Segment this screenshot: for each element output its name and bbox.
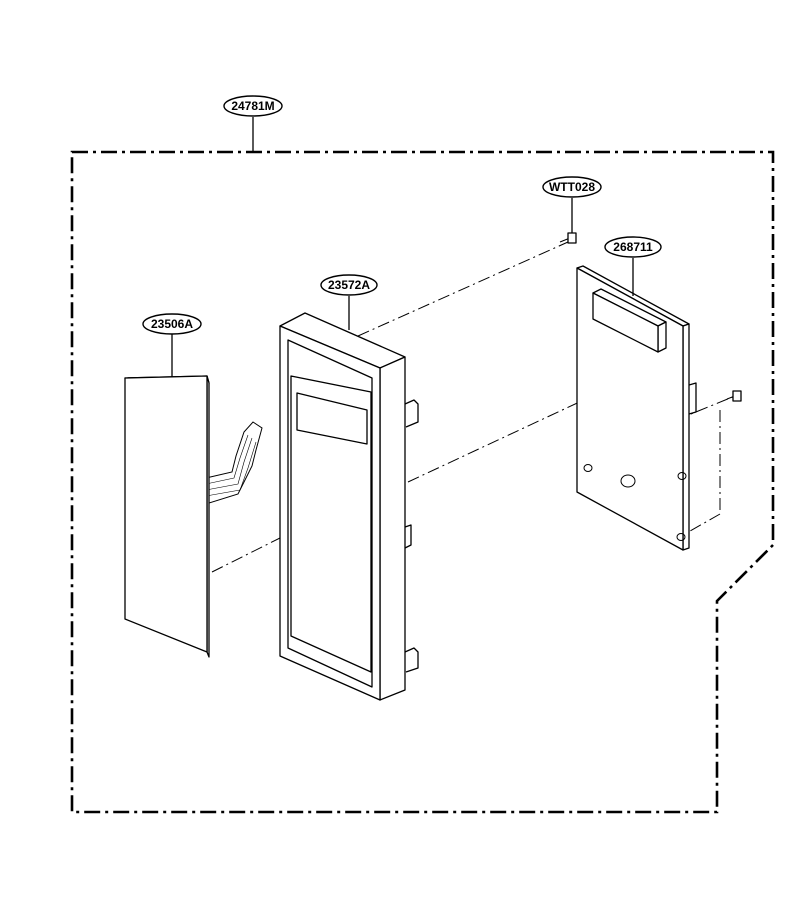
callout-frame-text: 23572A [328,278,370,292]
callout-membrane-text: 23506A [151,317,193,331]
callout-frame: 23572A [320,274,378,296]
membrane-sheet [124,375,263,658]
pcb-board [576,265,697,551]
control-panel-frame [279,312,419,701]
callout-assembly-text: 24781M [231,99,274,113]
screw-side [726,390,742,402]
callout-screw: WTT028 [542,176,602,198]
screw-top [559,232,577,244]
assembly-axis-lines [211,241,736,573]
callout-membrane: 23506A [142,313,202,335]
callout-pcb-text: 268711 [613,240,653,254]
callout-pcb: 268711 [604,236,662,258]
ribbon-cable [205,421,263,505]
callout-leaders [171,117,634,377]
callout-assembly: 24781M [223,95,283,117]
callout-screw-text: WTT028 [549,180,595,194]
assembly-boundary [70,150,775,814]
